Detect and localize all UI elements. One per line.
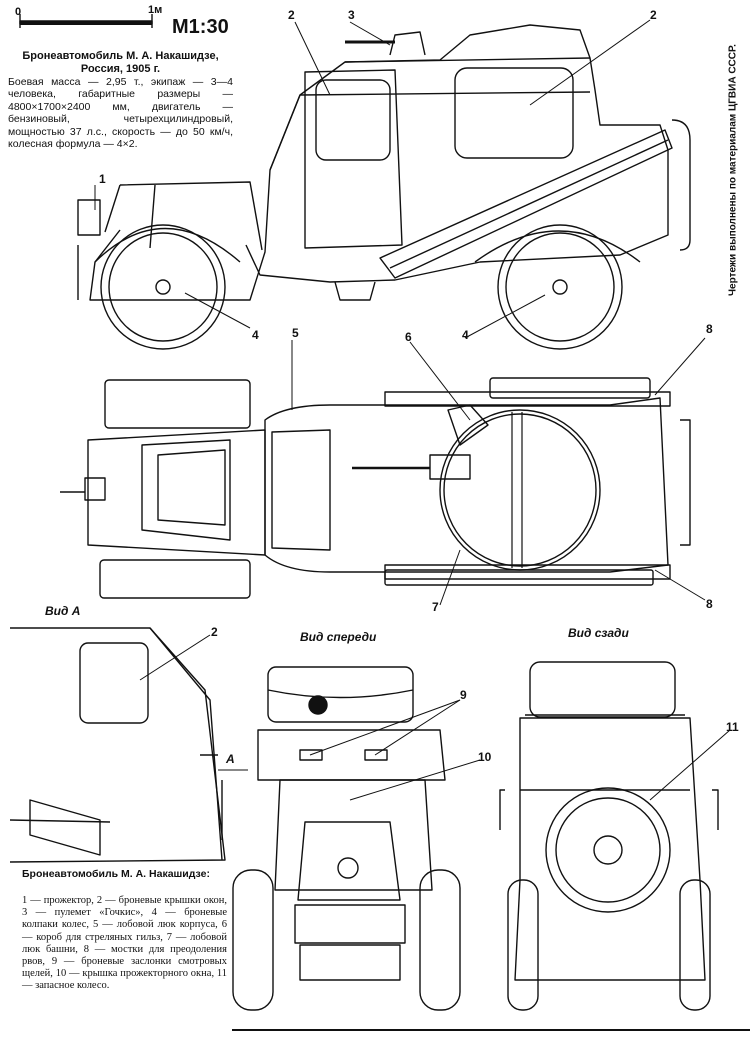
callout-9: 9 xyxy=(460,688,467,702)
callout-5: 5 xyxy=(292,326,299,340)
callout-2-view-a: 2 xyxy=(211,625,218,639)
callout-2-side-right: 2 xyxy=(650,8,657,22)
callout-4-rear: 4 xyxy=(462,328,469,342)
leader-lines xyxy=(94,19,731,801)
callout-7: 7 xyxy=(432,600,439,614)
credit-note: Чертежи выполнены по материалам ЦГВИА СС… xyxy=(722,20,744,320)
callout-3: 3 xyxy=(348,8,355,22)
callout-8-top: 8 xyxy=(706,322,713,336)
scale-one: 1м xyxy=(148,4,162,16)
callout-11: 11 xyxy=(726,720,739,734)
front-view xyxy=(232,666,461,1011)
scale-one-number: 1 xyxy=(148,4,155,16)
credit-text: Чертежи выполнены по материалам ЦГВИА СС… xyxy=(727,44,739,296)
callout-10: 10 xyxy=(478,750,492,764)
legend-text: 1 — прожектор, 2 — броневые крышки окон,… xyxy=(22,895,227,992)
callout-2-side-left: 2 xyxy=(288,8,295,22)
callout-8-bottom: 8 xyxy=(706,597,713,611)
view-a xyxy=(9,627,226,863)
legend-title: Бронеавтомобиль М. А. Накашидзе: xyxy=(22,868,210,880)
front-view-label: Вид спереди xyxy=(300,630,377,644)
scale-zero: 0 xyxy=(15,6,22,18)
drawing-title: Бронеавтомобиль М. А. Накашидзе, Россия,… xyxy=(22,50,219,75)
top-view xyxy=(60,377,691,599)
arrow-a-label: А xyxy=(226,752,235,766)
callout-4-front: 4 xyxy=(252,328,259,342)
scale-unit: м xyxy=(154,4,163,16)
callout-6: 6 xyxy=(405,330,412,344)
spec-text: Боевая масса — 2,95 т., экипаж — 3—4 чел… xyxy=(8,76,233,151)
rear-view xyxy=(499,661,719,1011)
view-a-label: Вид А xyxy=(45,604,81,618)
callout-1: 1 xyxy=(99,172,106,186)
scale-bar xyxy=(19,14,153,28)
rear-view-label: Вид сзади xyxy=(568,626,629,640)
scale-ratio: М1:30 xyxy=(172,16,229,38)
side-view xyxy=(77,24,691,350)
